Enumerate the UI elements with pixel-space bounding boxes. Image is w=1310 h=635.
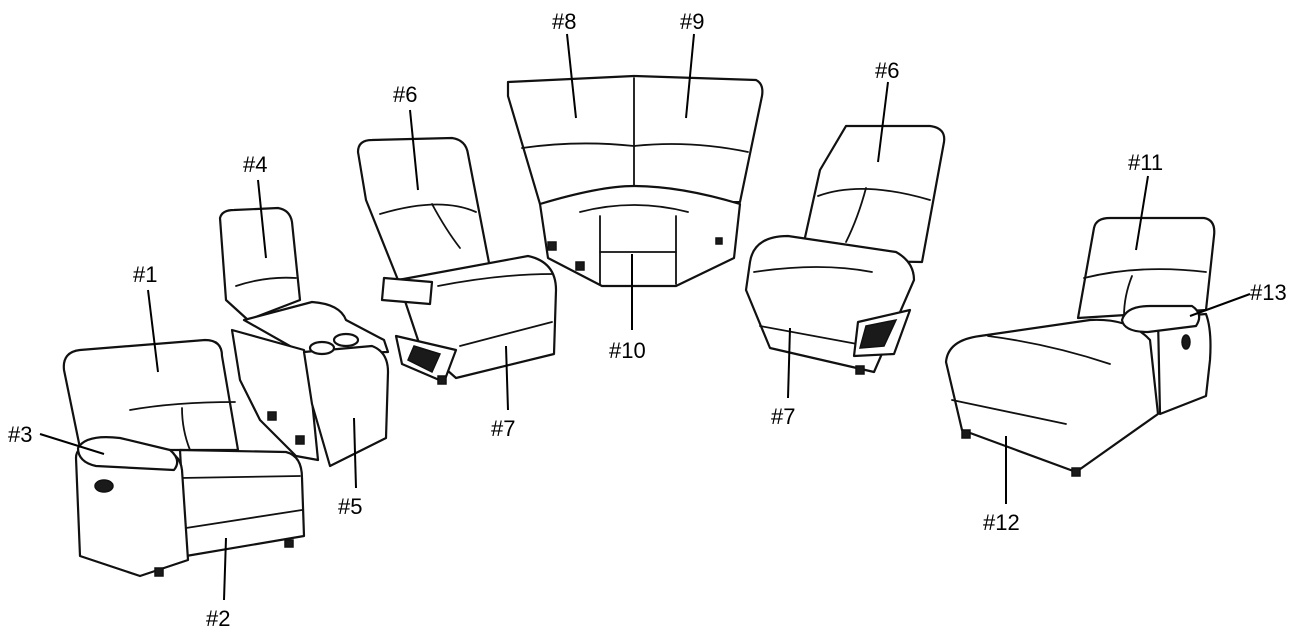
- callout-labels: #1 #2 #3 #4 #5 #6 #7 #8 #9 #10 #6 #7 #11…: [8, 9, 1287, 631]
- leader-2: [223, 537, 227, 601]
- callout-6b: #6: [875, 58, 899, 83]
- leader-6b: [877, 81, 889, 163]
- callout-3: #3: [8, 422, 32, 447]
- leader-9: [685, 33, 695, 119]
- callout-8: #8: [552, 9, 576, 34]
- callout-9: #9: [680, 9, 704, 34]
- leader-3: [39, 433, 105, 455]
- leader-1: [147, 289, 159, 373]
- leader-6a: [409, 109, 419, 191]
- callout-4: #4: [243, 152, 267, 177]
- callout-6a: #6: [393, 82, 417, 107]
- corner-wedge: [506, 74, 764, 288]
- storage-console: [218, 206, 390, 468]
- callout-5: #5: [338, 494, 362, 519]
- callout-7a: #7: [491, 416, 515, 441]
- leader-13: [1189, 293, 1251, 317]
- leader-7a: [505, 345, 509, 411]
- chaise-right-arm: [944, 216, 1216, 477]
- callout-13: #13: [1250, 280, 1287, 305]
- leader-11: [1135, 175, 1149, 251]
- callout-7b: #7: [771, 404, 795, 429]
- callout-10: #10: [609, 338, 646, 363]
- leader-5: [353, 417, 357, 489]
- leader-7b: [787, 327, 791, 399]
- leader-lines: [39, 33, 1251, 601]
- callout-11: #11: [1128, 150, 1163, 175]
- callout-2: #2: [206, 606, 230, 631]
- power-recliner-left-arm: [62, 338, 306, 578]
- armless-recliner-left: [356, 136, 558, 385]
- callout-12: #12: [983, 510, 1020, 535]
- leader-4: [257, 179, 267, 259]
- leader-8: [566, 33, 577, 119]
- callout-1: #1: [133, 262, 157, 287]
- armless-recliner-right: [744, 124, 946, 375]
